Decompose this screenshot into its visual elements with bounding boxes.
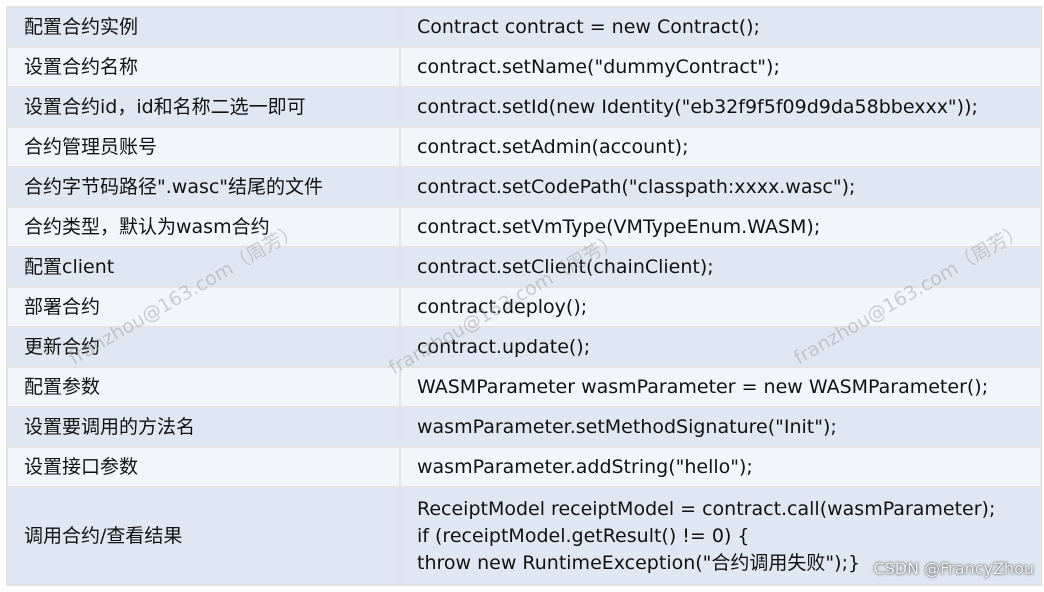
code-line: contract.setName("dummyContract");: [417, 55, 780, 78]
row-code: ReceiptModel receiptModel = contract.cal…: [399, 486, 1042, 586]
row-description: 更新合约: [6, 326, 401, 368]
table-row: 更新合约 contract.update();: [6, 326, 1042, 368]
table-row: 调用合约/查看结果 ReceiptModel receiptModel = co…: [6, 486, 1042, 586]
row-code: contract.setId(new Identity("eb32f9f5f09…: [399, 86, 1042, 128]
row-description: 合约类型，默认为wasm合约: [6, 206, 401, 248]
table-row: 设置要调用的方法名 wasmParameter.setMethodSignatu…: [6, 406, 1042, 448]
row-code: Contract contract = new Contract();: [399, 6, 1042, 48]
table-row: 合约类型，默认为wasm合约 contract.setVmType(VMType…: [6, 206, 1042, 248]
code-line: contract.setVmType(VMTypeEnum.WASM);: [417, 215, 821, 238]
code-line: Contract contract = new Contract();: [417, 15, 760, 38]
row-description: 配置client: [6, 246, 401, 288]
row-code: WASMParameter wasmParameter = new WASMPa…: [399, 366, 1042, 408]
code-line: wasmParameter.setMethodSignature("Init")…: [417, 415, 837, 438]
row-description: 设置接口参数: [6, 446, 401, 488]
code-line: contract.setClient(chainClient);: [417, 255, 714, 278]
row-code: contract.setVmType(VMTypeEnum.WASM);: [399, 206, 1042, 248]
code-line: WASMParameter wasmParameter = new WASMPa…: [417, 375, 989, 398]
source-credit: CSDN @FrancyZhou: [873, 559, 1034, 578]
code-line: contract.setId(new Identity("eb32f9f5f09…: [417, 95, 978, 118]
row-code: contract.setClient(chainClient);: [399, 246, 1042, 288]
code-line: throw new RuntimeException("合约调用失败");}: [417, 551, 861, 574]
table-row: 设置接口参数 wasmParameter.addString("hello");: [6, 446, 1042, 488]
api-table: 配置合约实例 Contract contract = new Contract(…: [6, 6, 1042, 586]
row-code: contract.setName("dummyContract");: [399, 46, 1042, 88]
code-line: contract.deploy();: [417, 295, 588, 318]
row-description: 设置合约id，id和名称二选一即可: [6, 86, 401, 128]
table-row: 合约字节码路径".wasc"结尾的文件 contract.setCodePath…: [6, 166, 1042, 208]
code-line: wasmParameter.addString("hello");: [417, 455, 753, 478]
row-code: contract.setAdmin(account);: [399, 126, 1042, 168]
row-description: 部署合约: [6, 286, 401, 328]
row-description: 合约管理员账号: [6, 126, 401, 168]
row-description: 设置合约名称: [6, 46, 401, 88]
row-description: 配置合约实例: [6, 6, 401, 48]
code-line: contract.setAdmin(account);: [417, 135, 689, 158]
table-row: 部署合约 contract.deploy();: [6, 286, 1042, 328]
code-line: contract.update();: [417, 335, 591, 358]
table-row: 配置合约实例 Contract contract = new Contract(…: [6, 6, 1042, 48]
table-row: 设置合约名称 contract.setName("dummyContract")…: [6, 46, 1042, 88]
row-description: 配置参数: [6, 366, 401, 408]
row-code: contract.update();: [399, 326, 1042, 368]
row-code: contract.setCodePath("classpath:xxxx.was…: [399, 166, 1042, 208]
table-row: 配置参数 WASMParameter wasmParameter = new W…: [6, 366, 1042, 408]
row-code: wasmParameter.setMethodSignature("Init")…: [399, 406, 1042, 448]
row-description: 调用合约/查看结果: [6, 486, 401, 586]
code-line: contract.setCodePath("classpath:xxxx.was…: [417, 175, 856, 198]
code-line: if (receiptModel.getResult() != 0) {: [417, 524, 750, 547]
row-description: 设置要调用的方法名: [6, 406, 401, 448]
row-description: 合约字节码路径".wasc"结尾的文件: [6, 166, 401, 208]
code-line: ReceiptModel receiptModel = contract.cal…: [417, 497, 996, 520]
row-code: wasmParameter.addString("hello");: [399, 446, 1042, 488]
row-code: contract.deploy();: [399, 286, 1042, 328]
table-row: 合约管理员账号 contract.setAdmin(account);: [6, 126, 1042, 168]
table-row: 配置client contract.setClient(chainClient)…: [6, 246, 1042, 288]
table-row: 设置合约id，id和名称二选一即可 contract.setId(new Ide…: [6, 86, 1042, 128]
